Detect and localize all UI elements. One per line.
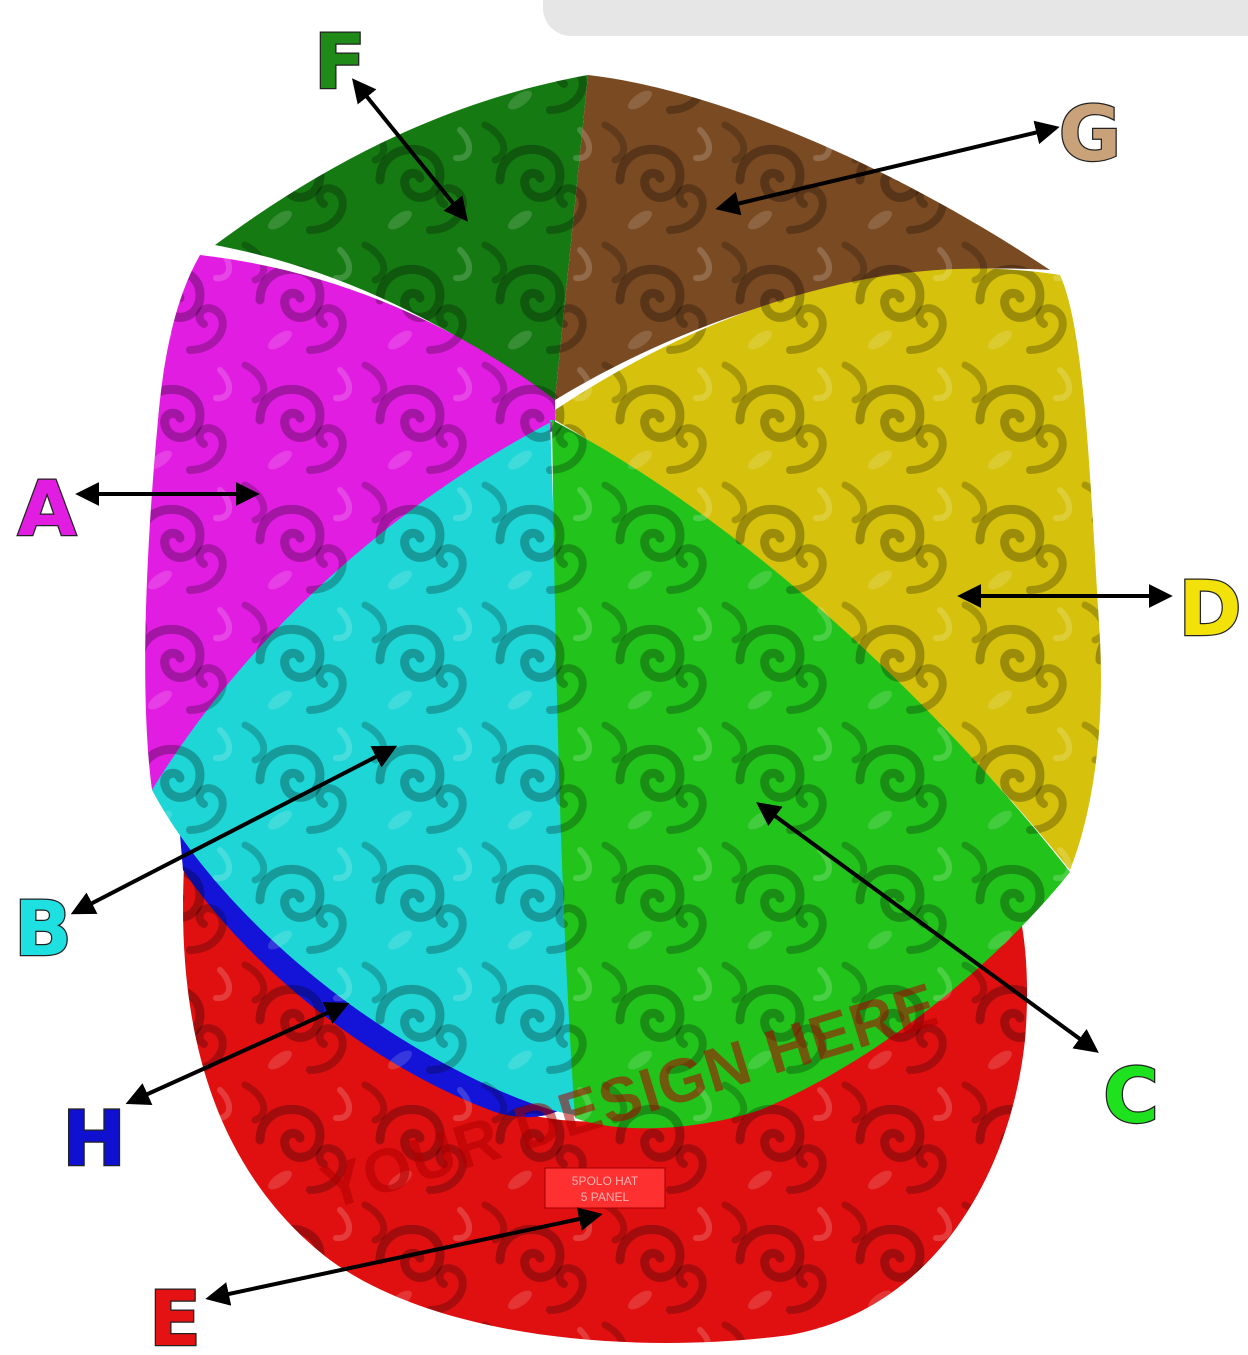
arrow-e xyxy=(205,1207,603,1306)
panel-d[interactable] xyxy=(555,268,1101,870)
panel-g[interactable] xyxy=(555,75,1050,400)
arrow-f xyxy=(351,78,469,222)
panel-f[interactable] xyxy=(215,75,588,400)
tag-line-2: 5 PANEL xyxy=(581,1190,630,1204)
arrows xyxy=(70,78,1173,1306)
panel-a[interactable] xyxy=(145,255,556,790)
label-a: A xyxy=(18,464,77,553)
arrow-b xyxy=(70,745,398,915)
label-e: E xyxy=(149,1274,201,1355)
brim-tag: 5POLO HAT 5 PANEL xyxy=(544,1167,666,1209)
label-c: C xyxy=(1103,1051,1159,1140)
label-f: F xyxy=(314,17,366,106)
label-d: D xyxy=(1178,564,1241,653)
label-g: G xyxy=(1059,89,1121,178)
arrow-h xyxy=(125,1001,350,1106)
label-b: B xyxy=(14,884,72,973)
label-h: H xyxy=(62,1094,126,1183)
top-grey-bar xyxy=(543,0,1248,36)
arrow-c xyxy=(756,802,1099,1053)
arrow-g xyxy=(715,120,1060,216)
tag-line-1: 5POLO HAT xyxy=(572,1174,639,1188)
